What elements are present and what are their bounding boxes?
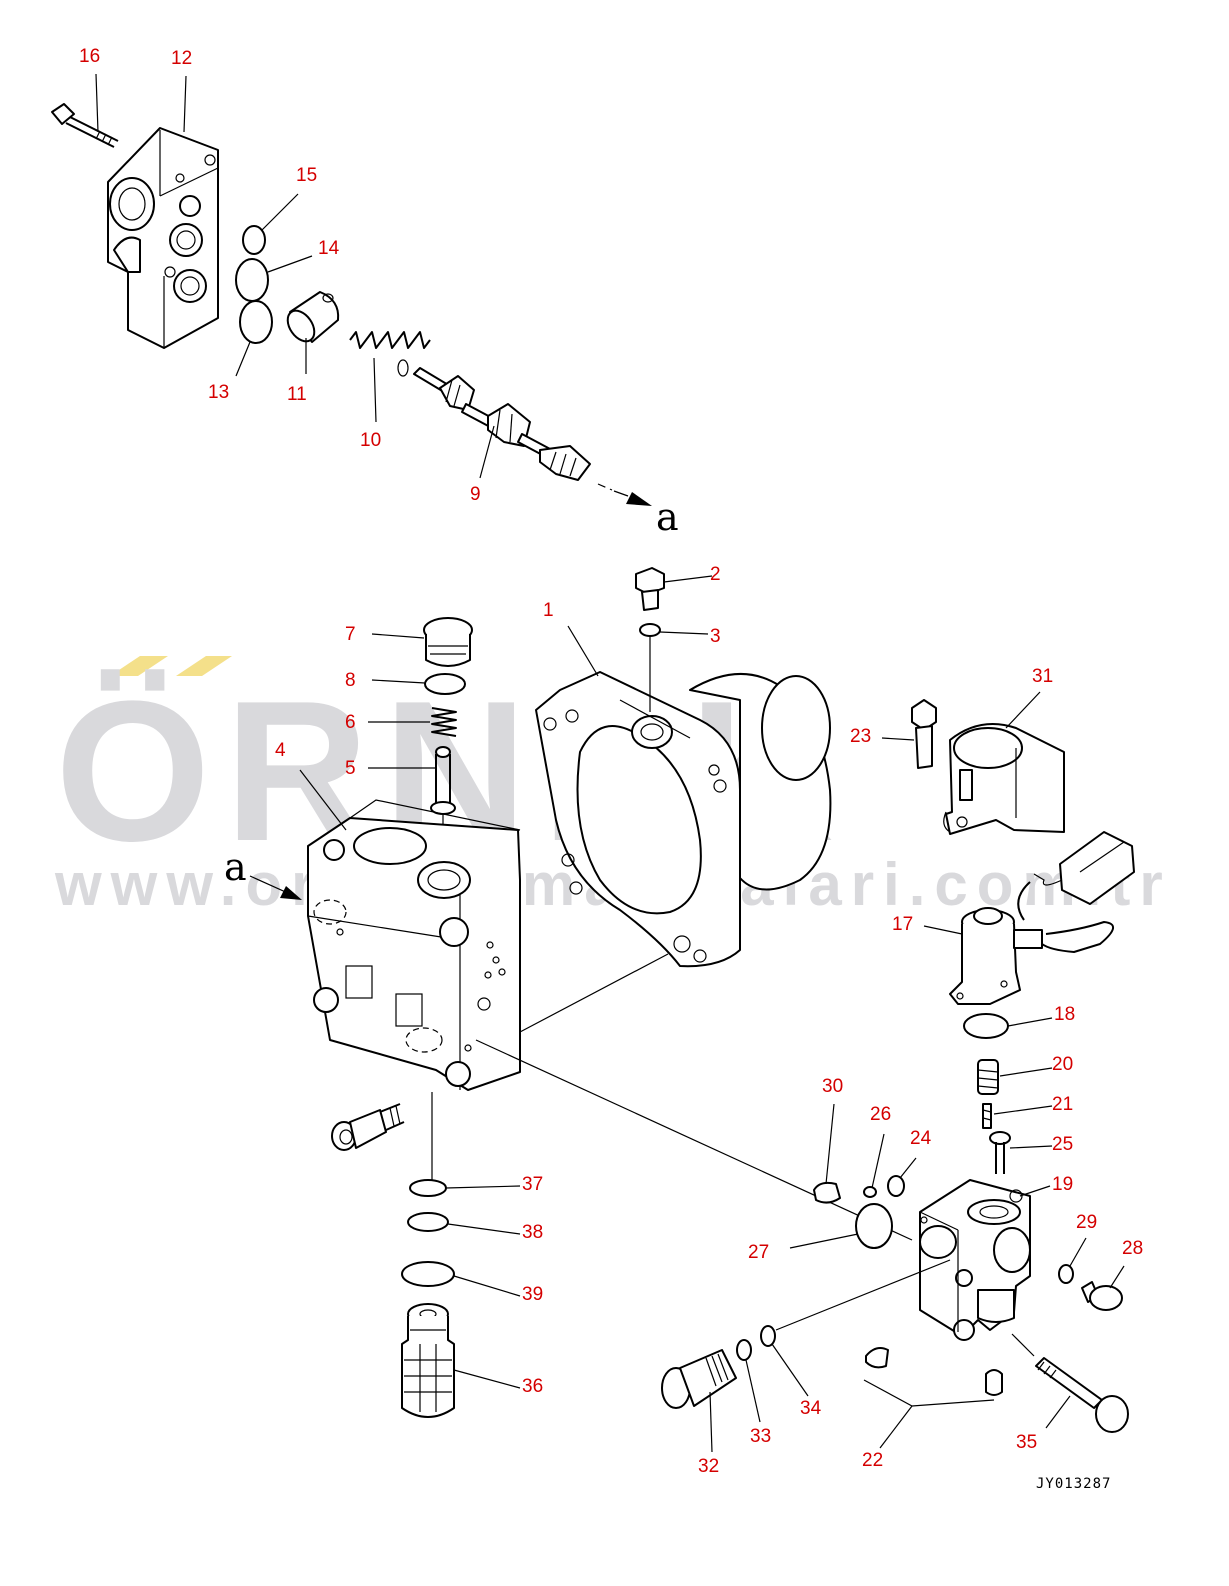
part-11-sleeve xyxy=(286,291,340,343)
callout-11: 11 xyxy=(287,384,307,405)
callout-24: 24 xyxy=(910,1128,932,1149)
callout-27: 27 xyxy=(748,1242,769,1263)
callout-13: 13 xyxy=(208,382,229,403)
callout-22: 22 xyxy=(862,1450,883,1471)
callout-21: 21 xyxy=(1052,1094,1073,1115)
callout-30: 30 xyxy=(822,1076,843,1097)
part-6-spring xyxy=(431,707,457,737)
callout-38: 38 xyxy=(522,1222,543,1243)
callout-39: 39 xyxy=(522,1284,543,1305)
part-22-plug-a xyxy=(865,1347,889,1369)
callout-numbers: 16 12 15 14 13 11 10 9 2 1 3 7 8 6 5 4 3… xyxy=(79,46,1143,1477)
part-34-o-ring xyxy=(760,1325,776,1347)
callout-34: 34 xyxy=(800,1398,822,1419)
callout-16: 16 xyxy=(79,46,100,67)
part-29-o-ring xyxy=(1058,1264,1074,1284)
callout-3: 3 xyxy=(710,626,721,647)
part-16-bolt xyxy=(51,103,119,148)
part-7-plug xyxy=(423,617,473,667)
callout-36: 36 xyxy=(522,1376,543,1397)
callout-18: 18 xyxy=(1054,1004,1075,1025)
part-27-o-ring xyxy=(855,1203,893,1249)
part-38-backup-ring xyxy=(407,1212,449,1232)
callout-12: 12 xyxy=(171,48,192,69)
part-24-o-ring xyxy=(887,1175,905,1197)
callout-35: 35 xyxy=(1016,1432,1037,1453)
callout-19: 19 xyxy=(1052,1174,1073,1195)
part-13-o-ring xyxy=(239,300,273,344)
callout-29: 29 xyxy=(1076,1212,1097,1233)
part-8-o-ring xyxy=(424,673,466,695)
part-39-o-ring xyxy=(401,1261,455,1287)
callout-4: 4 xyxy=(275,740,286,761)
callout-31: 31 xyxy=(1032,666,1053,687)
callout-20: 20 xyxy=(1052,1054,1073,1075)
callout-1: 1 xyxy=(543,600,554,621)
part-15-o-ring xyxy=(242,225,266,255)
view-a-label-top: a xyxy=(656,495,679,539)
part-33-o-ring xyxy=(736,1339,752,1361)
callout-7: 7 xyxy=(345,624,356,645)
part-21-spring xyxy=(982,1103,992,1129)
part-37-o-ring xyxy=(409,1179,447,1197)
part-17-solenoid xyxy=(949,881,1114,1005)
callout-8: 8 xyxy=(345,670,356,691)
watermark-accent-left xyxy=(110,656,168,676)
part-26-o-ring xyxy=(863,1186,877,1198)
part-25-screw xyxy=(989,1131,1011,1174)
callout-26: 26 xyxy=(870,1104,891,1125)
part-1-housing xyxy=(535,671,832,968)
part-23-bolt xyxy=(911,699,937,769)
bottom-bolt xyxy=(331,1103,405,1151)
callout-14: 14 xyxy=(318,238,340,259)
callout-32: 32 xyxy=(698,1456,719,1477)
callout-9: 9 xyxy=(470,484,481,505)
callout-10: 10 xyxy=(360,430,381,451)
part-19-valve-block xyxy=(919,1179,1031,1341)
callout-6: 6 xyxy=(345,712,356,733)
part-28-plug xyxy=(1081,1281,1123,1311)
view-a-arrow-left: a xyxy=(224,845,302,900)
part-12-cover-block xyxy=(107,127,219,349)
callout-23: 23 xyxy=(850,726,871,747)
callout-37: 37 xyxy=(522,1174,543,1195)
part-35-bolt xyxy=(1035,1357,1129,1433)
watermark-accent-right xyxy=(176,656,232,676)
callout-2: 2 xyxy=(710,564,721,585)
part-10-spring xyxy=(349,331,431,377)
part-32-pilot-plug xyxy=(661,1349,737,1409)
part-14-o-ring xyxy=(235,258,269,302)
part-4-valve-body xyxy=(307,799,521,1091)
part-5-pin xyxy=(430,746,456,815)
callout-15: 15 xyxy=(296,165,317,186)
part-2-bolt xyxy=(635,567,665,611)
callout-33: 33 xyxy=(750,1426,771,1447)
part-18-o-ring xyxy=(963,1013,1009,1039)
drawing-code: JY013287 xyxy=(1036,1476,1111,1492)
part-20-plug xyxy=(977,1059,999,1095)
callout-5: 5 xyxy=(345,758,356,779)
part-3-o-ring xyxy=(639,623,661,637)
part-9-spool xyxy=(413,367,591,481)
part-36-cartridge xyxy=(401,1303,455,1418)
part-30-plug xyxy=(813,1181,841,1204)
view-a-arrow-top: a xyxy=(597,483,679,539)
part-22-plug-b xyxy=(985,1369,1003,1396)
view-a-label-left: a xyxy=(224,845,247,889)
leader-lines xyxy=(95,73,1125,1453)
connector-plug xyxy=(1033,831,1135,905)
callout-17: 17 xyxy=(892,914,913,935)
callout-28: 28 xyxy=(1122,1238,1143,1259)
callout-25: 25 xyxy=(1052,1134,1073,1155)
part-31-solenoid-cover xyxy=(943,723,1065,835)
